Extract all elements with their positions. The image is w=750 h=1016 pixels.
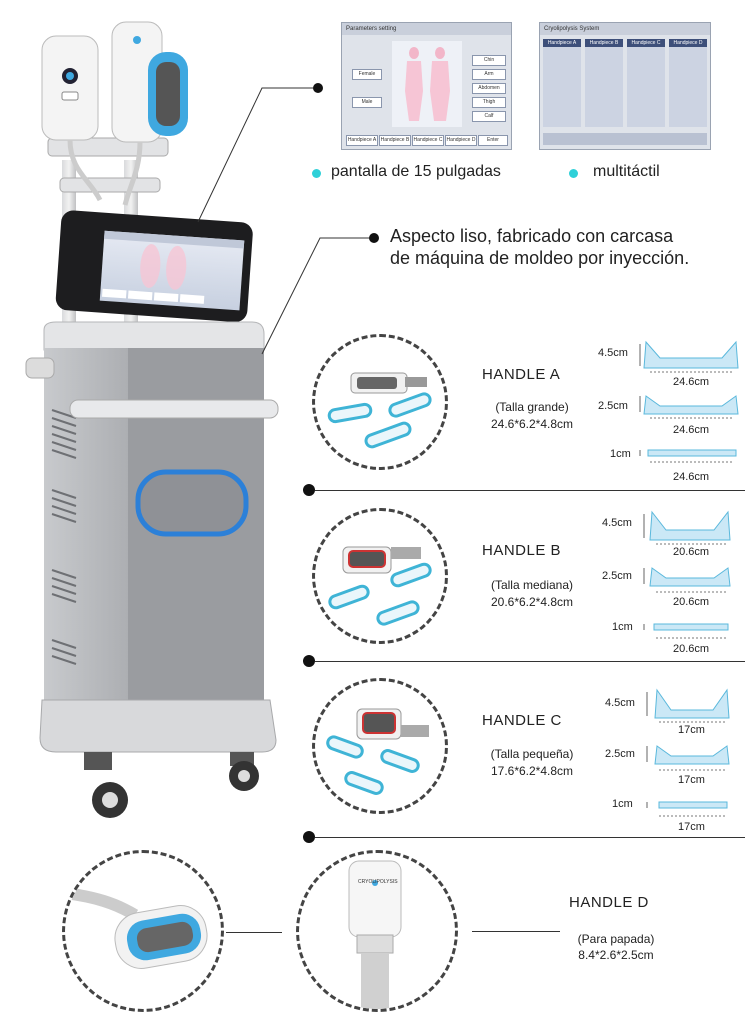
- handle-a-height-1: 4.5cm: [598, 347, 628, 359]
- system-col-d-label: Handpiece D: [669, 39, 707, 47]
- divider-dot: [303, 655, 315, 667]
- system-col-a: Handpiece A: [543, 39, 581, 127]
- handle-b-size: (Talla mediana): [490, 578, 574, 592]
- handle-b-image: [312, 508, 448, 644]
- system-screen-title: Cryolipolysis System: [540, 23, 710, 35]
- system-bottom-bar: [543, 133, 707, 145]
- handle-a-pads: [639, 340, 739, 463]
- handle-a-image: [312, 334, 448, 470]
- female-button: Female: [352, 69, 382, 80]
- system-screen-thumbnail: Cryolipolysis System Handpiece A Handpie…: [539, 22, 711, 150]
- handle-c-dims: 17.6*6.2*4.8cm: [490, 764, 574, 778]
- divider-line: [315, 490, 745, 491]
- handle-c-pads: [646, 688, 730, 817]
- handle-c-height-1: 4.5cm: [605, 697, 635, 709]
- handle-b-pads: [643, 510, 731, 639]
- system-col-d: Handpiece D: [669, 39, 707, 127]
- system-col-c-label: Handpiece C: [627, 39, 665, 47]
- feature-touch-label: multitáctil: [593, 163, 660, 180]
- system-col-a-label: Handpiece A: [543, 39, 581, 47]
- area-abdomen: Abdomen: [472, 83, 506, 94]
- handle-b-width-3: 20.6cm: [673, 643, 710, 655]
- area-chin: Chin: [472, 55, 506, 66]
- handle-d-size: (Para papada): [577, 932, 655, 946]
- handle-c-width-1: 17cm: [678, 724, 705, 736]
- system-col-c: Handpiece C: [627, 39, 665, 127]
- handle-c-graphic: [326, 708, 429, 795]
- connector-line: [226, 932, 282, 933]
- divider-dot: [303, 484, 315, 496]
- handle-c-height-3: 1cm: [612, 798, 633, 810]
- handle-d-closeup-image: [62, 850, 224, 1012]
- bullet-icon: [312, 169, 321, 178]
- handle-d-device-label: CRYOLIPOLYSIS: [358, 879, 398, 885]
- machine-illustration: [25, 21, 279, 818]
- handle-a-width-1: 24.6cm: [673, 376, 710, 388]
- handle-c-width-3: 17cm: [678, 821, 705, 833]
- handle-b-width-2: 20.6cm: [673, 596, 710, 608]
- handle-a-graphic: [327, 372, 432, 449]
- enter-button: Enter: [478, 135, 508, 146]
- handle-b-height-2: 2.5cm: [602, 570, 632, 582]
- male-button: Male: [352, 97, 382, 108]
- handle-b-dims: 20.6*6.2*4.8cm: [490, 595, 574, 609]
- handle-c-image: [312, 678, 448, 814]
- feature-desc-line2: de máquina de moldeo por inyección.: [390, 248, 690, 268]
- handle-b-height-1: 4.5cm: [602, 517, 632, 529]
- divider-line: [315, 661, 745, 662]
- handle-a-height-2: 2.5cm: [598, 400, 628, 412]
- connector-line: [472, 931, 560, 932]
- handle-a-height-3: 1cm: [610, 448, 631, 460]
- handle-b-width-1: 20.6cm: [673, 546, 710, 558]
- handle-a-size: (Talla grande): [495, 400, 569, 414]
- tab-handpiece-b: Handpiece B: [379, 135, 411, 146]
- parameters-screen-title: Parameters setting: [342, 23, 511, 35]
- tab-handpiece-c: Handpiece C: [412, 135, 444, 146]
- divider-dot: [303, 831, 315, 843]
- handle-d-name: HANDLE D: [569, 894, 649, 911]
- handle-a-dims: 24.6*6.2*4.8cm: [490, 417, 574, 431]
- system-col-b-label: Handpiece B: [585, 39, 623, 47]
- handle-c-height-2: 2.5cm: [605, 748, 635, 760]
- divider-line: [315, 837, 745, 838]
- handle-c-size: (Talla pequeña): [490, 747, 574, 761]
- handle-d-full-graphic: [348, 860, 402, 1009]
- area-arm: Arm: [472, 69, 506, 80]
- handle-b-graphic: [328, 546, 432, 626]
- handle-d-closeup-graphic: [65, 887, 208, 969]
- bullet-icon: [569, 169, 578, 178]
- feature-screen-label: pantalla de 15 pulgadas: [331, 163, 501, 180]
- callout-lines: [197, 83, 379, 355]
- handle-c-width-2: 17cm: [678, 774, 705, 786]
- handle-d-full-image: [296, 850, 458, 1012]
- area-thigh: Thigh: [472, 97, 506, 108]
- handle-b-name: HANDLE B: [482, 542, 562, 559]
- feature-desc-line1: Aspecto liso, fabricado con carcasa: [390, 226, 674, 246]
- handle-a-width-2: 24.6cm: [673, 424, 710, 436]
- parameters-screen-thumbnail: Parameters setting Female Male Chin Arm …: [341, 22, 512, 150]
- tab-handpiece-d: Handpiece D: [445, 135, 477, 146]
- body-figures-graphic: [392, 41, 462, 127]
- system-col-b: Handpiece B: [585, 39, 623, 127]
- handle-a-name: HANDLE A: [482, 366, 561, 383]
- area-calf: Calf: [472, 111, 506, 122]
- handle-b-height-3: 1cm: [612, 621, 633, 633]
- tab-handpiece-a: Handpiece A: [346, 135, 378, 146]
- handle-a-width-3: 24.6cm: [673, 471, 710, 483]
- handle-c-name: HANDLE C: [482, 712, 562, 729]
- handle-d-dims: 8.4*2.6*2.5cm: [578, 948, 654, 962]
